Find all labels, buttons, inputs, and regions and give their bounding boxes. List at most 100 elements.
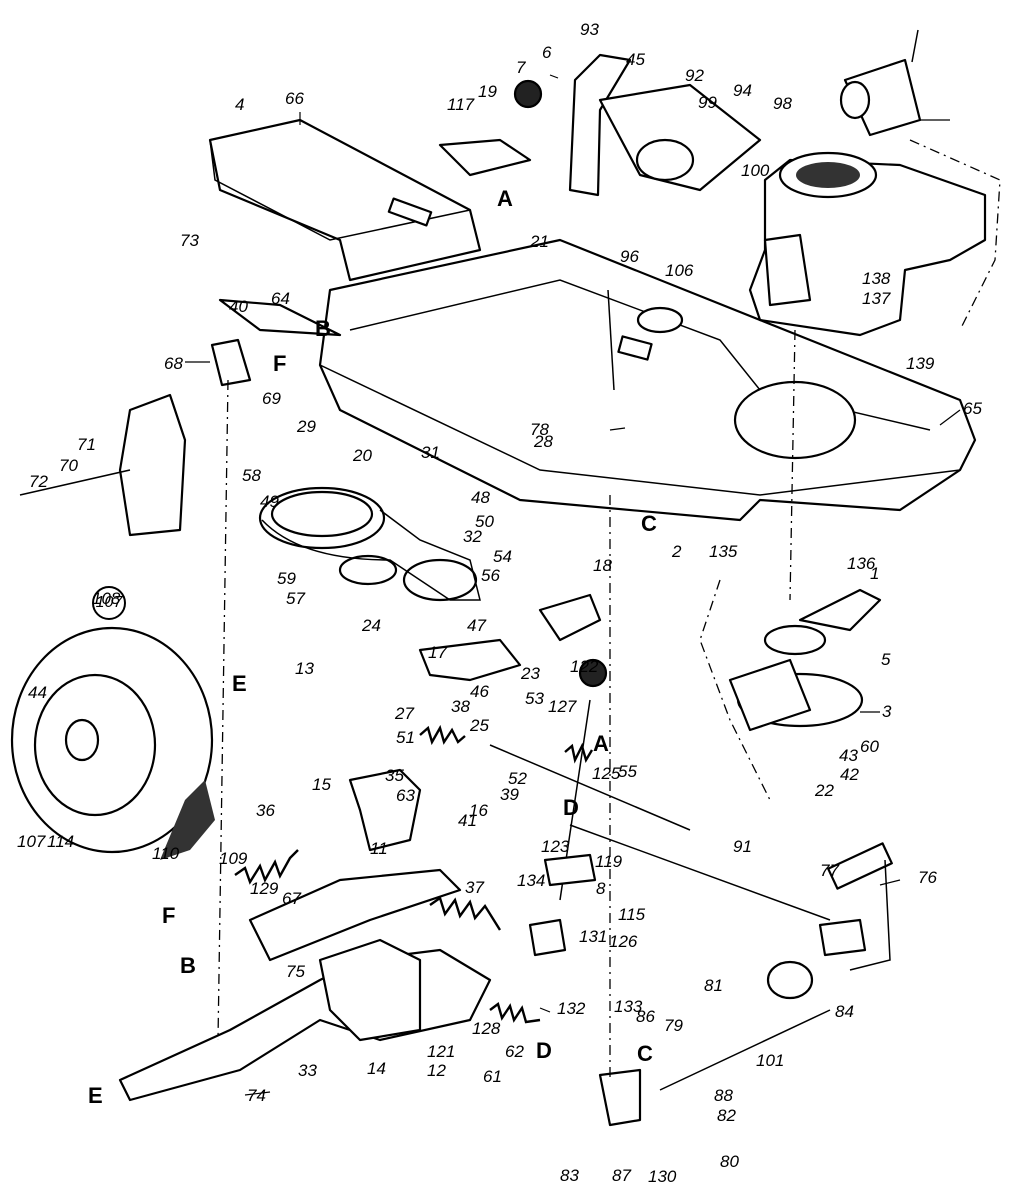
- muffler-end: [839, 80, 871, 120]
- part-label: 32: [463, 527, 482, 546]
- part-label: 96: [620, 247, 639, 266]
- part-label: 128: [472, 1019, 501, 1038]
- part-label: 132: [557, 999, 586, 1018]
- part-label: 16: [469, 801, 488, 820]
- pulley-57-inner: [270, 490, 374, 538]
- part-label: 18: [593, 556, 612, 575]
- part-label: 7: [516, 58, 526, 77]
- ref-letter-b: B: [180, 953, 196, 978]
- part-label: 78: [530, 420, 549, 439]
- part-label: 50: [475, 512, 494, 531]
- bracket-15: [348, 768, 422, 852]
- part-label: 80: [720, 1152, 739, 1171]
- spring-36: [234, 849, 299, 885]
- idler-bracket-18: [538, 593, 602, 642]
- part-label: 47: [467, 616, 486, 635]
- ref-letter-c: C: [637, 1041, 653, 1066]
- part-label: 77: [820, 861, 839, 880]
- part-label: 17: [428, 643, 447, 662]
- part-label: 22: [815, 781, 834, 800]
- ref-letter-e: E: [232, 671, 247, 696]
- part-label: 64: [271, 289, 290, 308]
- part-label: 88: [714, 1086, 733, 1105]
- part-label: 43: [839, 746, 858, 765]
- part-label: 70: [59, 456, 78, 475]
- bracket-76-lower: [598, 1068, 642, 1127]
- spring-61: [489, 1001, 541, 1024]
- part-label: 1: [870, 564, 880, 583]
- pedal-arm: [849, 859, 891, 971]
- part-label: 31: [421, 443, 440, 462]
- part-label: 46: [470, 682, 489, 701]
- part-label: 81: [704, 976, 723, 995]
- part-label: 68: [164, 354, 183, 373]
- part-label: 24: [362, 616, 381, 635]
- hinge-plate: [438, 138, 532, 177]
- part-label: 126: [609, 932, 638, 951]
- part-label: 27: [395, 704, 414, 723]
- spring-37: [429, 896, 502, 931]
- part-label: 125: [592, 764, 621, 783]
- part-label: 63: [396, 786, 415, 805]
- part-label: 15: [312, 775, 331, 794]
- part-label: 73: [180, 231, 199, 250]
- engine-inset: [118, 393, 187, 537]
- rod-88: [569, 824, 831, 921]
- part-label: 62: [505, 1042, 524, 1061]
- spring-123: [564, 742, 594, 764]
- steering-gear: [635, 138, 695, 182]
- muffler-pipe: [911, 29, 919, 63]
- part-label: 117: [447, 95, 475, 114]
- part-label: 100: [741, 161, 770, 180]
- part-label: 29: [297, 417, 316, 436]
- part-label: 133: [614, 997, 643, 1016]
- ref-letter-a: A: [593, 731, 609, 756]
- part-label: 65: [963, 399, 982, 418]
- leader-lines: [185, 74, 961, 1096]
- part-label: 137: [862, 289, 891, 308]
- part-label: 44: [28, 683, 47, 702]
- part-label: 36: [256, 801, 275, 820]
- part-label: 129: [250, 879, 279, 898]
- part-label: 58: [242, 466, 261, 485]
- tire-tread: [160, 780, 215, 860]
- part-label: 127: [548, 697, 577, 716]
- bracket-114: [543, 853, 597, 887]
- part-label: 45: [626, 50, 645, 69]
- part-label: 109: [219, 849, 248, 868]
- alignment-line-4: [909, 139, 1001, 331]
- part-label: 39: [500, 785, 519, 804]
- ref-letter-d: D: [536, 1038, 552, 1063]
- seat-bracket-fold: [209, 139, 471, 241]
- part-label: 134: [517, 871, 546, 890]
- bracket-132: [528, 918, 567, 957]
- knob-121: [578, 658, 608, 688]
- engine-opening: [733, 380, 857, 460]
- ref-letter-d: D: [563, 795, 579, 820]
- alignment-line-1: [217, 379, 229, 1041]
- part-label: 54: [493, 547, 512, 566]
- part-label: 74: [247, 1086, 266, 1105]
- part-label: 48: [471, 488, 490, 507]
- part-label: 122: [570, 657, 599, 676]
- part-label: 75: [286, 962, 305, 981]
- part-label: 56: [481, 566, 500, 585]
- part-label: 119: [595, 852, 623, 871]
- alignment-line-3: [789, 329, 796, 601]
- part-label: 23: [521, 664, 540, 683]
- part-label: 71: [77, 435, 96, 454]
- part-label: 83: [560, 1166, 579, 1185]
- seat-bracket: [208, 118, 482, 282]
- pedal-75: [827, 842, 893, 890]
- cam-80: [766, 960, 814, 1000]
- steering-column: [568, 53, 632, 197]
- steering-rod-101: [607, 289, 615, 391]
- part-label: 138: [862, 269, 891, 288]
- part-label: 69: [262, 389, 281, 408]
- part-label: 82: [717, 1106, 736, 1125]
- alignment-line-5: [699, 579, 771, 801]
- part-label: 99: [698, 93, 717, 112]
- part-label: 110: [152, 844, 180, 863]
- part-label: 121: [427, 1042, 456, 1061]
